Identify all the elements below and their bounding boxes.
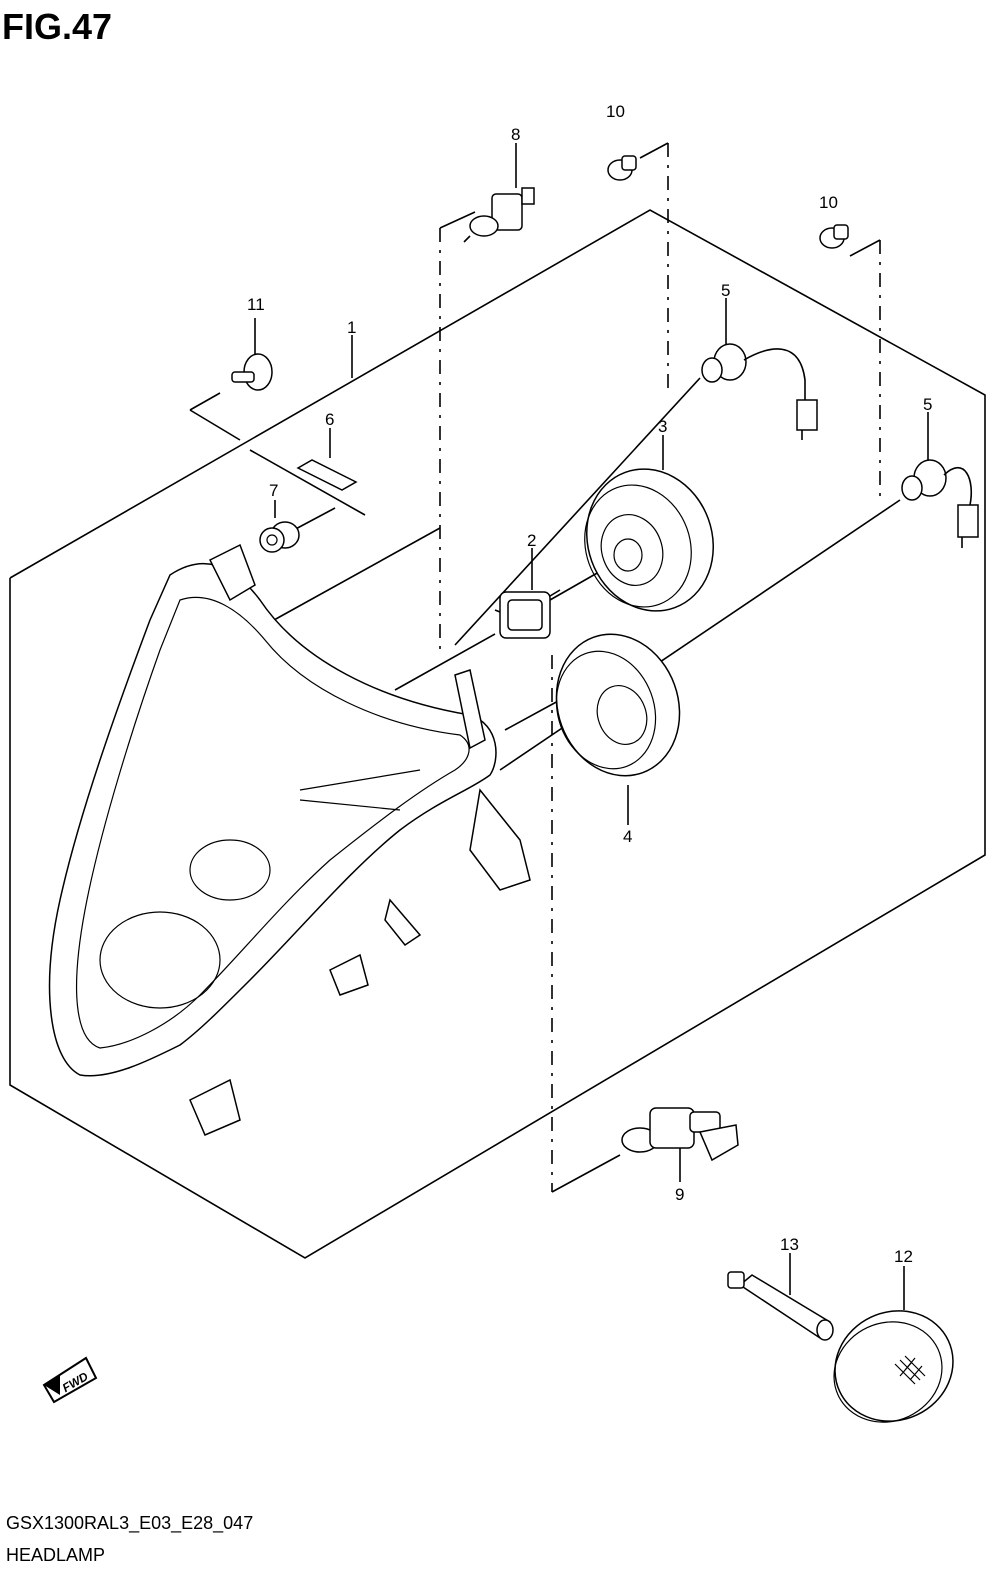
- label-part-6: [296, 459, 358, 491]
- callout-10-top: 10: [606, 102, 625, 121]
- socket-harness-part-5-upper: [701, 343, 818, 440]
- callout-6: 6: [325, 410, 334, 429]
- diagram-code: GSX1300RAL3_E03_E28_047: [6, 1513, 254, 1533]
- cover-part-4: [555, 633, 681, 777]
- callout-13: 13: [780, 1235, 799, 1254]
- bulb-part-9: [621, 1107, 739, 1162]
- screw-part-11: [231, 353, 273, 391]
- socket-part-2: [494, 589, 561, 639]
- diagram-name: HEADLAMP: [6, 1545, 106, 1565]
- callout-2: 2: [527, 531, 536, 550]
- fwd-direction-badge: FWD: [42, 1356, 98, 1404]
- cap-part-12: [833, 1310, 954, 1423]
- callout-4: 4: [623, 827, 632, 846]
- callout-8: 8: [511, 125, 520, 144]
- socket-harness-part-5-right: [901, 459, 979, 548]
- assembly-box-outline: [9, 209, 986, 1259]
- bulb-part-10-top: [607, 155, 637, 181]
- cover-part-3: [584, 468, 715, 612]
- callout-1: 1: [347, 318, 356, 337]
- callout-9: 9: [675, 1185, 684, 1204]
- callout-3: 3: [658, 417, 667, 436]
- bulb-part-10-right: [819, 224, 849, 249]
- callout-numbers: 1 2 3 4 5 5 6 7 8 9 10 10 11 12 13: [247, 102, 932, 1266]
- callout-11: 11: [247, 295, 265, 314]
- figure-title: FIG.47: [2, 6, 113, 47]
- headlamp-housing-part-1: [48, 543, 531, 1136]
- callout-12: 12: [894, 1247, 913, 1266]
- callout-7: 7: [269, 481, 278, 500]
- callout-5-upper: 5: [721, 281, 730, 300]
- grommet-part-7: [259, 521, 300, 553]
- spacer-part-13: [727, 1271, 834, 1341]
- callout-5-right: 5: [923, 395, 932, 414]
- callout-10-right: 10: [819, 193, 838, 212]
- bulb-part-8: [463, 187, 535, 243]
